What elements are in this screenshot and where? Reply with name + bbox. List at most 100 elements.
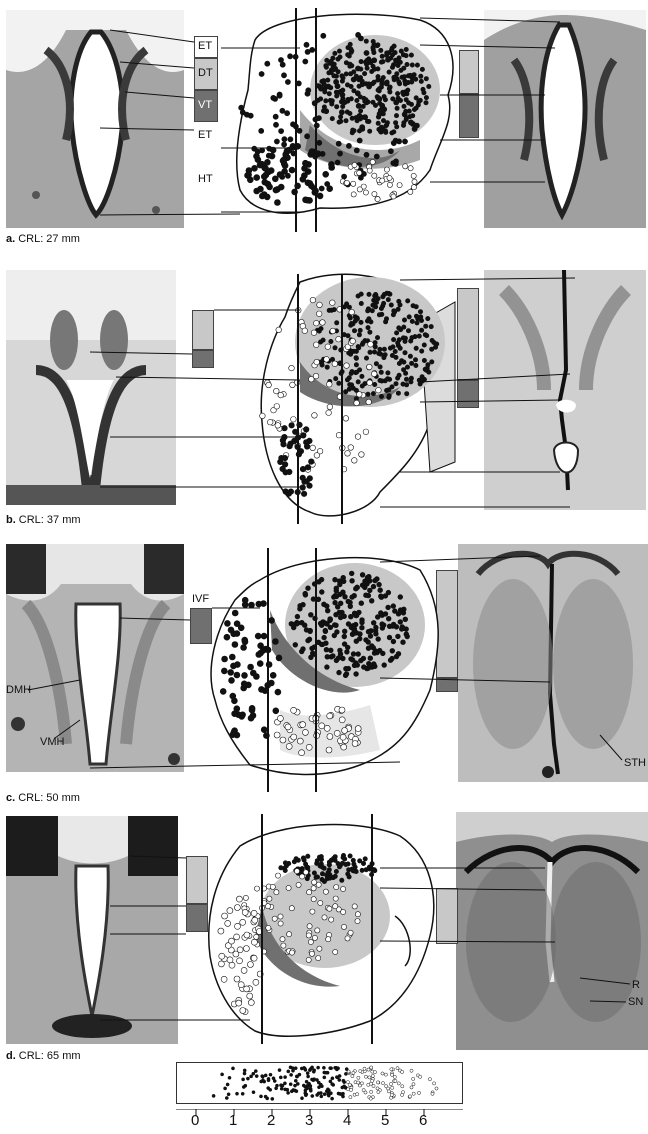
texture-dot	[373, 103, 377, 107]
texture-dot	[402, 121, 406, 125]
texture-dot	[318, 621, 323, 626]
texture-dot	[358, 109, 362, 113]
scale-dot	[252, 1072, 255, 1075]
texture-dot	[375, 615, 380, 620]
scale-dot	[401, 1070, 404, 1073]
scale-dot	[387, 1090, 390, 1093]
texture-dot	[310, 297, 316, 303]
scale-dot	[357, 1081, 360, 1084]
scale-dot	[243, 1072, 246, 1075]
texture-dot	[336, 336, 342, 342]
scale-dot	[261, 1079, 264, 1082]
texture-dot	[301, 433, 307, 439]
texture-dot	[327, 92, 331, 96]
texture-dot	[404, 53, 408, 57]
texture-dot	[387, 70, 391, 74]
texture-dot	[331, 654, 336, 659]
scale-dot	[242, 1078, 245, 1081]
texture-dot	[240, 110, 245, 115]
texture-dot	[225, 920, 231, 926]
texture-dot	[293, 642, 298, 647]
texture-dot	[271, 95, 276, 100]
texture-dot	[427, 84, 431, 88]
texture-dot	[265, 904, 270, 909]
texture-dot	[310, 909, 315, 914]
texture-dot	[410, 319, 414, 323]
texture-dot	[385, 57, 390, 62]
texture-dot	[375, 335, 379, 339]
texture-dot	[267, 184, 273, 190]
texture-dot	[353, 586, 358, 591]
texture-dot	[401, 382, 405, 386]
texture-dot	[229, 677, 235, 683]
scale-dot	[252, 1091, 255, 1094]
texture-dot	[364, 593, 369, 598]
texture-dot	[325, 344, 331, 350]
texture-dot	[372, 173, 377, 178]
texture-dot	[312, 935, 317, 940]
texture-dot	[317, 946, 322, 951]
texture-dot	[329, 339, 333, 343]
texture-dot	[382, 355, 386, 359]
texture-dot	[252, 917, 258, 923]
texture-dot	[355, 919, 360, 924]
texture-dot	[379, 394, 383, 398]
texture-dot	[286, 885, 291, 890]
texture-dot	[309, 459, 315, 465]
texture-dot	[300, 866, 304, 870]
scale-dot	[224, 1087, 227, 1090]
scale-dot	[225, 1096, 228, 1099]
texture-dot	[351, 128, 355, 132]
scale-dot	[316, 1093, 319, 1096]
texture-dot	[324, 725, 330, 731]
texture-dot	[366, 399, 372, 405]
texture-dot	[326, 84, 331, 89]
texture-dot	[324, 99, 328, 103]
texture-dot	[334, 869, 338, 873]
texture-dot	[378, 347, 382, 351]
texture-dot	[387, 182, 392, 187]
texture-dot	[394, 113, 398, 117]
texture-dot	[333, 896, 338, 901]
texture-dot	[361, 665, 366, 670]
texture-dot	[332, 633, 337, 638]
texture-dot	[391, 194, 396, 199]
texture-dot	[322, 602, 327, 607]
texture-dot	[394, 654, 399, 659]
texture-dot	[247, 177, 253, 183]
texture-dot	[390, 53, 394, 57]
texture-dot	[343, 100, 347, 104]
scale-dot	[317, 1066, 320, 1069]
texture-dot	[328, 872, 332, 876]
texture-dot	[274, 388, 280, 394]
texture-dot	[375, 577, 380, 582]
texture-dot	[354, 639, 359, 644]
texture-dot	[270, 884, 275, 889]
texture-dot	[372, 664, 377, 669]
texture-dot	[250, 670, 256, 676]
texture-dot	[337, 49, 341, 53]
texture-dot	[314, 359, 320, 365]
texture-dot	[354, 148, 359, 153]
texture-dot	[262, 179, 268, 185]
texture-dot	[326, 410, 332, 416]
scale-dot	[419, 1075, 422, 1078]
texture-dot	[291, 707, 297, 713]
texture-dot	[248, 1000, 254, 1006]
texture-dot	[376, 74, 380, 78]
texture-dot	[232, 610, 238, 616]
texture-dot	[306, 88, 311, 93]
texture-dot	[276, 655, 282, 661]
texture-dot	[366, 309, 370, 313]
texture-dot	[320, 363, 324, 367]
texture-dot	[251, 939, 257, 945]
texture-dot	[366, 325, 370, 329]
scale-dot	[410, 1086, 413, 1089]
scale-dot	[267, 1087, 270, 1090]
texture-dot	[261, 601, 267, 607]
texture-dot	[402, 66, 406, 70]
texture-dot	[351, 858, 355, 862]
texture-dot	[349, 383, 353, 387]
caption-d: d.CRL: 65 mm	[6, 1050, 81, 1062]
texture-dot	[222, 913, 228, 919]
